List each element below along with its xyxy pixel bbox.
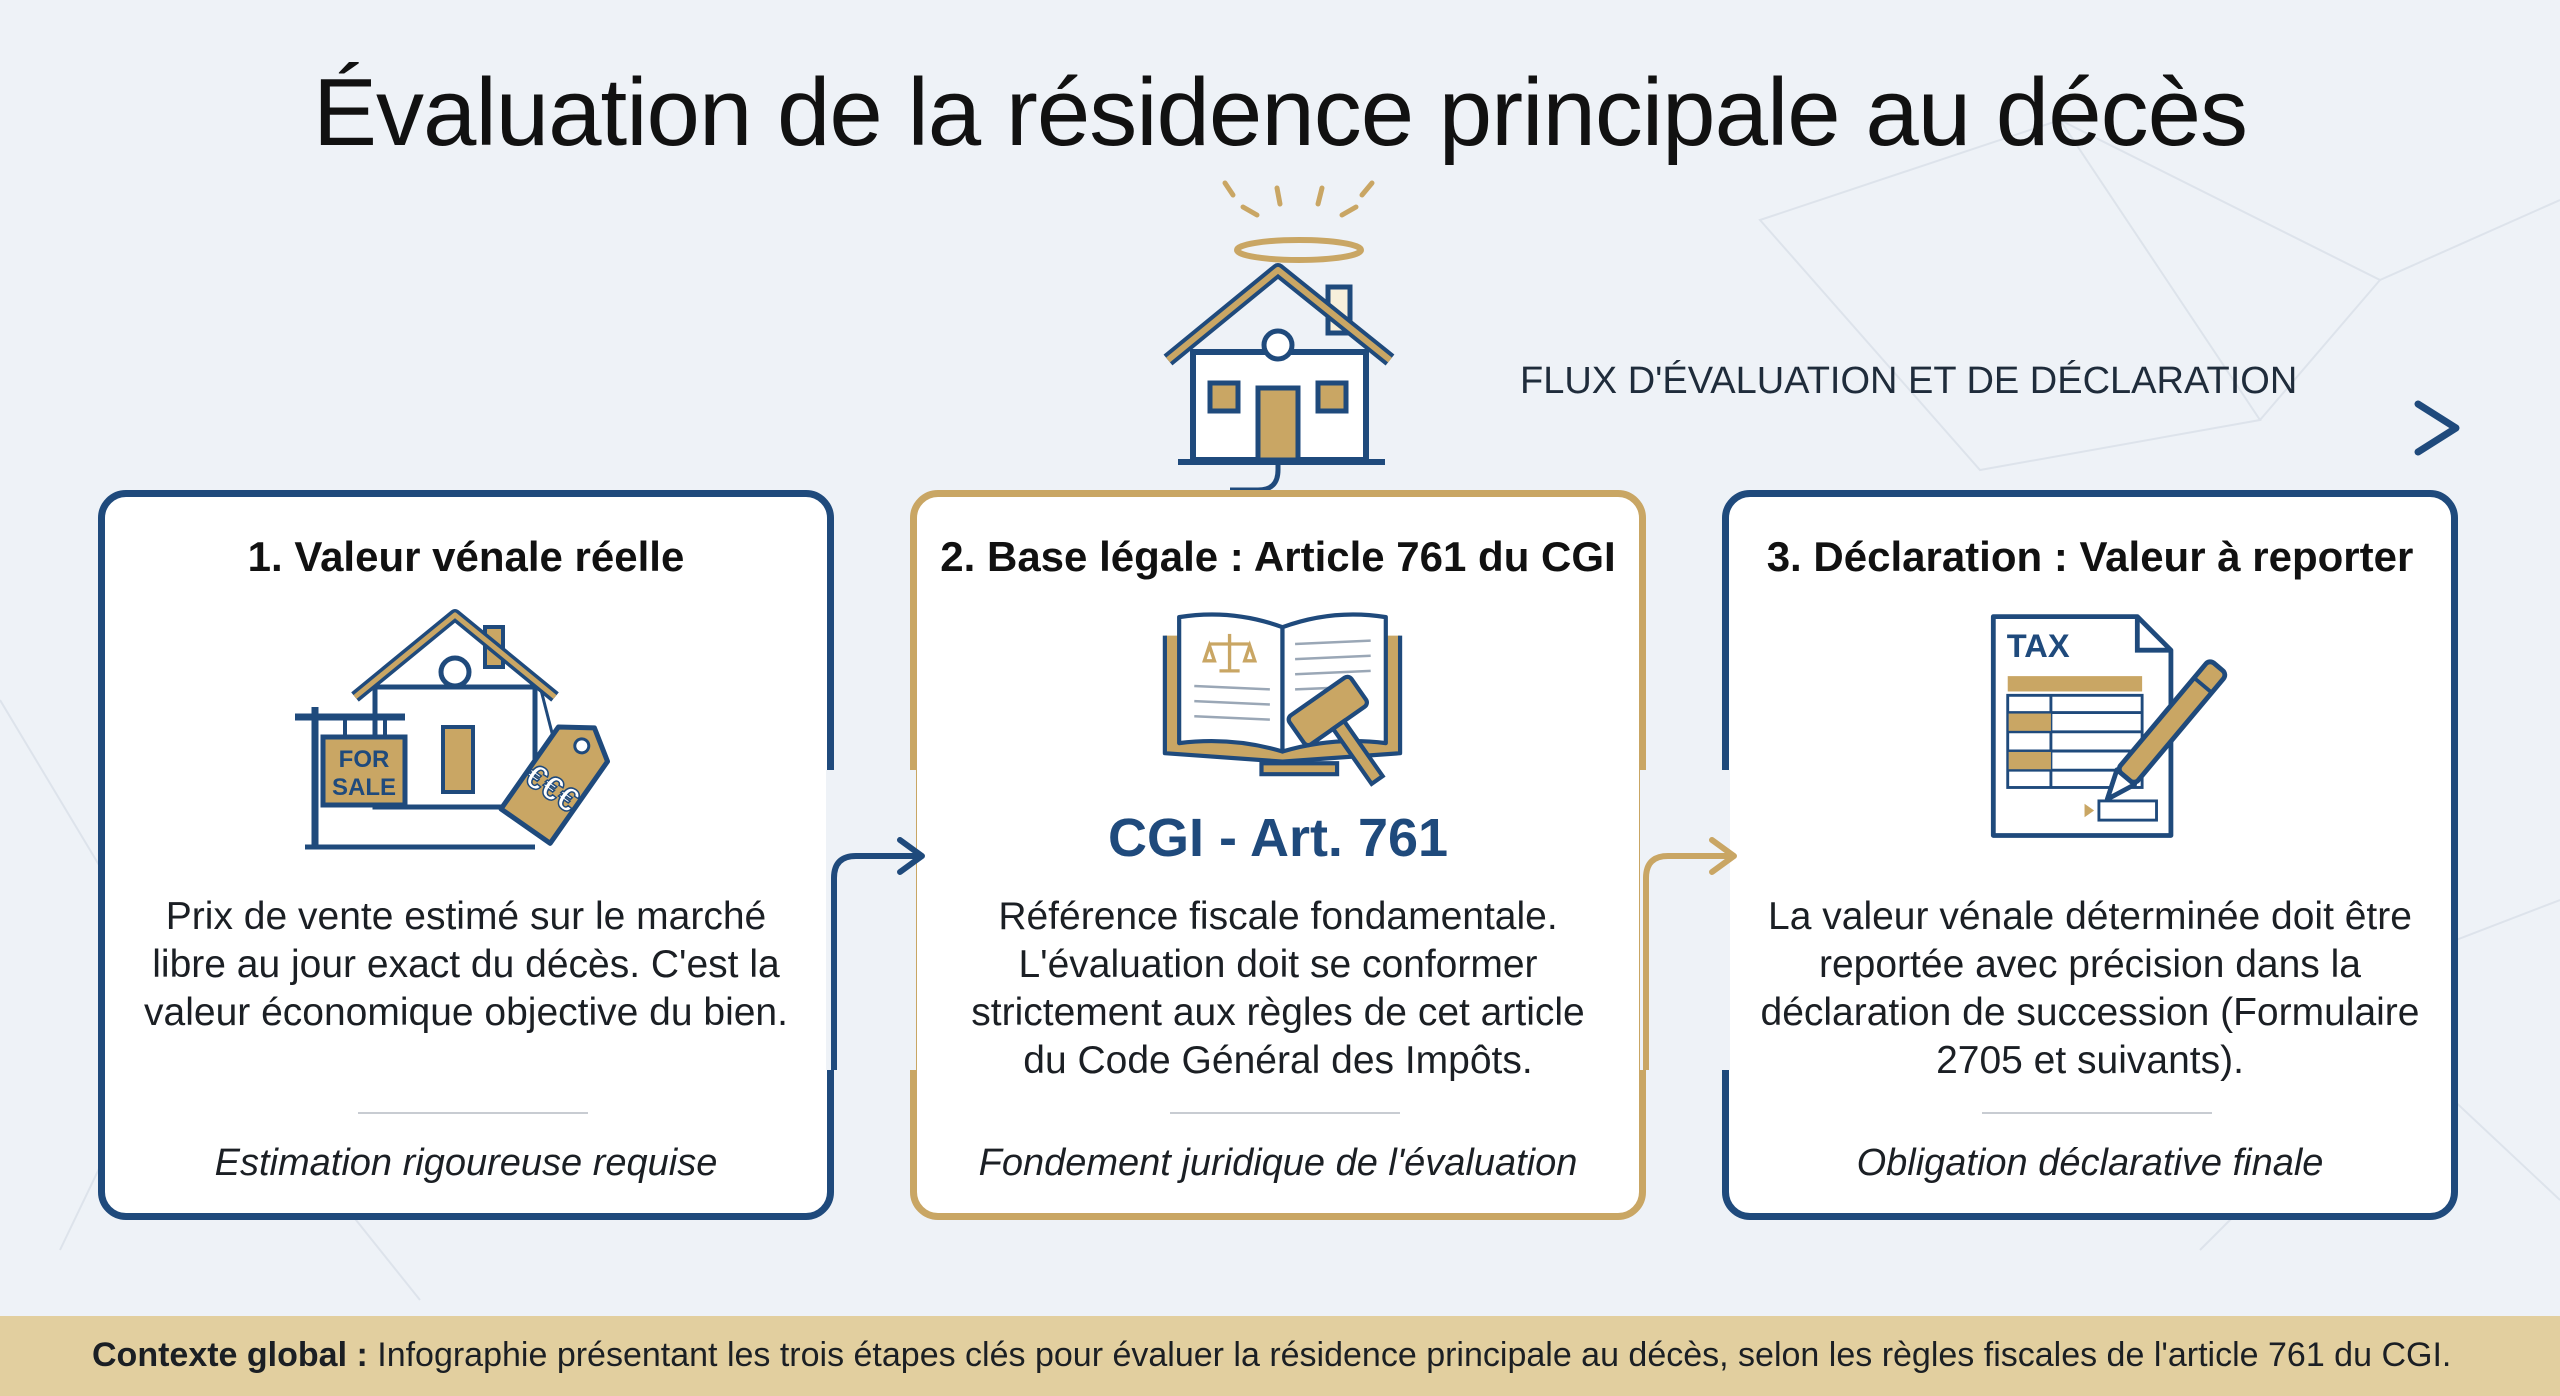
step-1-footnote: Estimation rigoureuse requise <box>214 1142 718 1184</box>
tax-form-pen-icon: TAX <box>1990 614 2228 838</box>
price-tag-icon: €€€ <box>498 690 611 846</box>
article-reference: CGI - Art. 761 <box>1107 808 1449 868</box>
step-3-description: La valeur vénale déterminée doit être re… <box>1760 895 2420 1082</box>
house-halo-icon <box>1163 180 1395 465</box>
step-2-footnote: Fondement juridique de l'évaluation <box>978 1142 1578 1184</box>
step-1-description: Prix de vente estimé sur le marché libre… <box>144 895 788 1034</box>
step-2-divider <box>1170 1112 1400 1114</box>
step-3-footnote: Obligation déclarative finale <box>1856 1142 2324 1184</box>
house-to-card-connector <box>1230 462 1281 493</box>
law-book-gavel-icon <box>1162 612 1403 787</box>
step-2-description: Référence fiscale fondamentale. L'évalua… <box>971 895 1585 1082</box>
flow-arrow <box>95 400 2460 456</box>
flow-label: FLUX D'ÉVALUATION ET DE DÉCLARATION <box>1520 360 2298 402</box>
footer-context-text: Infographie présentant les trois étapes … <box>367 1336 2452 1374</box>
step-3-divider <box>1982 1112 2212 1114</box>
house-for-sale-icon: FOR SALE €€€ <box>295 609 611 850</box>
step-1-title: 1. Valeur vénale réelle <box>247 533 685 580</box>
footer-context-label: Contexte global : <box>92 1336 368 1374</box>
tax-form-label: TAX <box>2007 627 2070 664</box>
step-card-1: 1. Valeur vénale réelle FOR SALE €€€ Pri… <box>98 490 834 1220</box>
step-3-title: 3. Déclaration : Valeur à reporter <box>1766 533 2414 580</box>
footer-context: Contexte global : Infographie présentant… <box>92 1336 2512 1375</box>
step-card-2: 2. Base légale : Article 761 du CGI CGI … <box>910 490 1646 1220</box>
for-sale-sign-line1: FOR <box>339 746 390 773</box>
arrow-right-icon <box>2414 400 2460 456</box>
step-1-divider <box>358 1112 588 1114</box>
footer-context-band: Contexte global : Infographie présentant… <box>0 1316 2560 1396</box>
page-title: Évaluation de la résidence principale au… <box>313 59 2248 166</box>
for-sale-sign-line2: SALE <box>332 774 396 801</box>
step-2-title: 2. Base légale : Article 761 du CGI <box>940 533 1616 580</box>
step-card-3: 3. Déclaration : Valeur à reporter TAX L… <box>1722 490 2458 1220</box>
